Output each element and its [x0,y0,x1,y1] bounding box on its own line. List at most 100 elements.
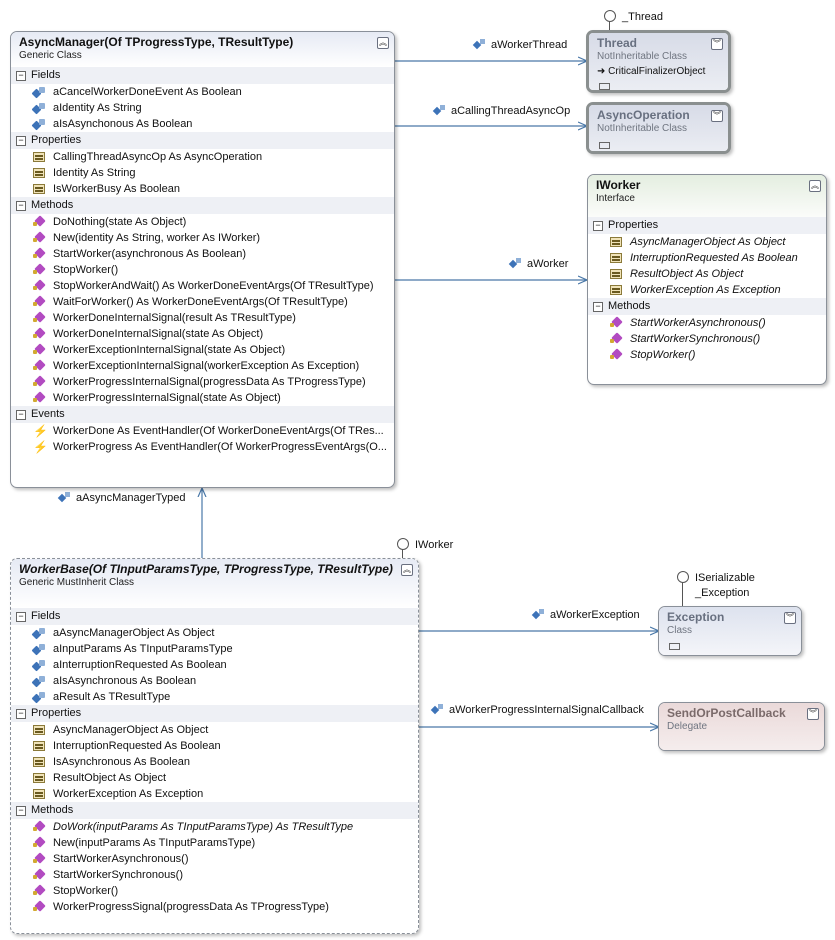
method-row[interactable]: StopWorker() [11,262,394,278]
method-icon [32,901,46,913]
async-operation-title: AsyncOperation [597,108,690,122]
method-row[interactable]: WorkerProgressSignal(progressData As TPr… [11,899,418,915]
class-exception[interactable]: Exception Class ︾ [658,606,802,656]
field-icon [32,102,46,114]
exception-interface-label-2: _Exception [695,587,750,599]
field-icon [32,627,46,639]
property-icon [32,772,46,784]
section-fields[interactable]: −Fields [11,608,418,625]
property-row[interactable]: CallingThreadAsyncOp As AsyncOperation [11,149,394,165]
property-icon [609,252,623,264]
method-icon [32,312,46,324]
thread-title: Thread [597,36,638,50]
expand-icon[interactable]: ︾ [807,708,819,720]
expand-icon[interactable]: ︾ [784,612,796,624]
collapse-icon[interactable]: ︽ [809,180,821,192]
property-row[interactable]: ResultObject As Object [588,266,826,282]
interface-iworker[interactable]: IWorker Interface ︽ −Properties AsyncMan… [587,174,827,385]
method-row[interactable]: New(identity As String, worker As IWorke… [11,230,394,246]
field-icon [32,659,46,671]
method-icon [32,885,46,897]
section-fields[interactable]: −Fields [11,67,394,84]
property-icon [32,756,46,768]
method-row[interactable]: StartWorkerAsynchronous() [11,851,418,867]
property-row[interactable]: WorkerException As Exception [11,786,418,802]
event-icon [32,423,48,439]
delegate-send-or-post-callback[interactable]: SendOrPostCallback Delegate ︾ [658,702,825,751]
field-row[interactable]: aResult As TResultType [11,689,418,705]
method-row[interactable]: StartWorker(asynchronous As Boolean) [11,246,394,262]
method-row[interactable]: StartWorkerSynchronous() [588,331,826,347]
method-row[interactable]: StartWorkerSynchronous() [11,867,418,883]
iworker-title: IWorker [596,178,641,192]
field-icon [32,86,46,98]
field-row[interactable]: aCancelWorkerDoneEvent As Boolean [11,84,394,100]
class-async-operation[interactable]: AsyncOperation NotInheritable Class ︾ [586,102,731,154]
section-properties[interactable]: −Properties [11,132,394,149]
section-properties[interactable]: −Properties [588,217,826,234]
async-manager-title: AsyncManager(Of TProgressType, TResultTy… [19,35,294,49]
property-row[interactable]: Identity As String [11,165,394,181]
event-row[interactable]: WorkerProgress As EventHandler(Of Worker… [11,439,394,455]
section-events[interactable]: −Events [11,406,394,423]
workerbase-interface-label: IWorker [415,539,454,551]
method-icon [609,349,623,361]
method-row[interactable]: StartWorkerAsynchronous() [588,315,826,331]
method-row[interactable]: StopWorkerAndWait() As WorkerDoneEventAr… [11,278,394,294]
label-a-worker-progress-callback: aWorkerProgressInternalSignalCallback [432,704,644,716]
property-row[interactable]: InterruptionRequested As Boolean [11,738,418,754]
class-thread[interactable]: Thread NotInheritable Class ➜ CriticalFi… [586,30,731,93]
field-icon [32,675,46,687]
section-properties[interactable]: −Properties [11,705,418,722]
thread-kind: NotInheritable Class [597,51,688,62]
field-row[interactable]: aIsAsynchonous As Boolean [11,116,394,132]
method-row[interactable]: StopWorker() [588,347,826,363]
method-row[interactable]: WorkerDoneInternalSignal(state As Object… [11,326,394,342]
collapse-icon[interactable]: ︽ [401,564,413,576]
property-row[interactable]: IsAsynchronous As Boolean [11,754,418,770]
event-icon [32,439,48,455]
property-row[interactable]: InterruptionRequested As Boolean [588,250,826,266]
collapse-icon[interactable]: ︽ [377,37,389,49]
method-row[interactable]: WorkerProgressInternalSignal(state As Ob… [11,390,394,406]
field-row[interactable]: aInputParams As TInputParamsType [11,641,418,657]
expand-icon[interactable]: ︾ [711,38,723,50]
property-icon [32,724,46,736]
field-icon [32,643,46,655]
method-row[interactable]: WorkerDoneInternalSignal(result As TResu… [11,310,394,326]
section-methods[interactable]: −Methods [588,298,826,315]
method-row[interactable]: StopWorker() [11,883,418,899]
property-row[interactable]: WorkerException As Exception [588,282,826,298]
property-icon [609,268,623,280]
method-icon [32,837,46,849]
method-row[interactable]: WorkerProgressInternalSignal(progressDat… [11,374,394,390]
method-row[interactable]: DoNothing(state As Object) [11,214,394,230]
class-worker-base[interactable]: WorkerBase(Of TInputParamsType, TProgres… [10,558,419,934]
exception-kind: Class [667,625,693,636]
event-row[interactable]: WorkerDone As EventHandler(Of WorkerDone… [11,423,394,439]
property-icon [609,284,623,296]
method-row[interactable]: DoWork(inputParams As TInputParamsType) … [11,819,418,835]
field-row[interactable]: aAsyncManagerObject As Object [11,625,418,641]
label-a-worker: aWorker [510,258,568,270]
method-row[interactable]: WorkerExceptionInternalSignal(workerExce… [11,358,394,374]
method-row[interactable]: WaitForWorker() As WorkerDoneEventArgs(O… [11,294,394,310]
worker-base-kind: Generic MustInherit Class [19,577,135,588]
field-row[interactable]: aIdentity As String [11,100,394,116]
section-methods[interactable]: −Methods [11,197,394,214]
property-row[interactable]: IsWorkerBusy As Boolean [11,181,394,197]
class-async-manager[interactable]: AsyncManager(Of TProgressType, TResultTy… [10,31,395,488]
property-row[interactable]: AsyncManagerObject As Object [11,722,418,738]
expand-icon[interactable]: ︾ [711,110,723,122]
method-icon [32,392,46,404]
property-icon [609,236,623,248]
iworker-kind: Interface [596,193,635,204]
method-row[interactable]: WorkerExceptionInternalSignal(state As O… [11,342,394,358]
send-or-post-kind: Delegate [667,721,708,732]
field-row[interactable]: aInterruptionRequested As Boolean [11,657,418,673]
property-row[interactable]: AsyncManagerObject As Object [588,234,826,250]
field-row[interactable]: aIsAsynchronous As Boolean [11,673,418,689]
method-row[interactable]: New(inputParams As TInputParamsType) [11,835,418,851]
property-row[interactable]: ResultObject As Object [11,770,418,786]
section-methods[interactable]: −Methods [11,802,418,819]
